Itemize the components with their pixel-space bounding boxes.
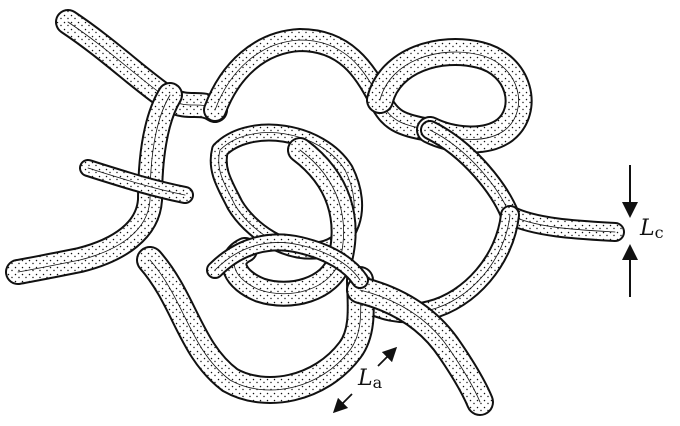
la-label-main: L — [358, 366, 373, 391]
ribbon-top-left-arm — [68, 22, 215, 110]
la-arrow-down-left — [338, 394, 352, 408]
ribbon-top-left-arm-fill — [68, 22, 215, 110]
lc-label-sub: c — [655, 223, 664, 242]
la-label-sub: a — [373, 373, 383, 392]
la-arrow-up-right — [378, 352, 392, 366]
lc-label: Lc — [640, 218, 664, 241]
ribbon-left-short-arm — [88, 168, 185, 195]
ribbon-right-arm — [430, 130, 615, 232]
ribbon-right-arm-fill — [430, 130, 615, 232]
lc-label-main: L — [640, 216, 655, 241]
la-label: La — [358, 368, 382, 391]
